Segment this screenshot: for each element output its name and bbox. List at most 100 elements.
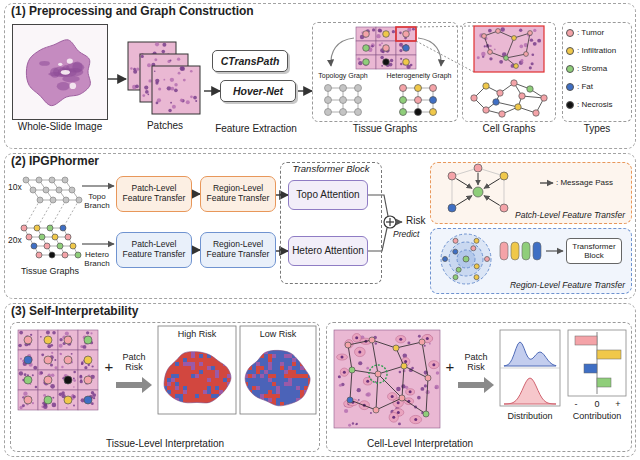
heat-cell xyxy=(276,346,280,350)
heat-cell xyxy=(167,378,171,382)
heat-cell xyxy=(260,370,264,374)
heat-cell xyxy=(211,370,215,374)
heat-cell xyxy=(187,406,191,410)
nucleus xyxy=(477,56,480,59)
heat-cell xyxy=(312,386,316,390)
legend-entry: : Tumor xyxy=(566,28,604,37)
graph-node xyxy=(519,93,525,99)
nucleus xyxy=(156,102,159,105)
heat-cell xyxy=(312,346,316,350)
heat-cell xyxy=(260,382,264,386)
heat-cell xyxy=(163,382,167,386)
graph-node xyxy=(369,337,375,343)
graph-node xyxy=(500,204,508,212)
heat-cell xyxy=(179,346,183,350)
nucleus xyxy=(73,386,75,388)
heat-cell xyxy=(223,394,227,398)
nucleus xyxy=(60,353,62,355)
heat-cell xyxy=(231,378,235,382)
legend-swatch xyxy=(566,29,574,37)
heat-cell xyxy=(268,346,272,350)
heat-cell xyxy=(240,362,244,366)
heat-cell xyxy=(211,378,215,382)
graph-node xyxy=(514,64,519,69)
graph-label: Topology Graph xyxy=(318,72,367,80)
process-box: Region-Level Feature Transfer xyxy=(200,176,276,212)
heat-cell xyxy=(215,394,219,398)
heat-cell xyxy=(219,350,223,354)
box-heading: Patch-Level Feature Transfer xyxy=(515,211,625,221)
graph-node xyxy=(488,50,493,55)
detail-panel: Region-Level Feature TransferTransformer… xyxy=(430,228,632,294)
graph-edge xyxy=(396,342,422,348)
sum-symbol xyxy=(384,216,396,228)
nucleus xyxy=(501,27,505,31)
nucleus xyxy=(375,342,377,344)
heat-cell xyxy=(304,366,308,370)
tissue-gap xyxy=(70,83,77,89)
graph-edge xyxy=(500,368,560,369)
heat-cell xyxy=(215,402,219,406)
patch-image xyxy=(38,330,58,350)
heat-cell xyxy=(203,366,207,370)
group-box: Cell-Level Interpretation xyxy=(326,322,632,452)
graph-edge xyxy=(378,374,402,398)
patch-image xyxy=(396,27,416,41)
graph-edge xyxy=(416,41,474,72)
chart-frame xyxy=(500,330,560,406)
nucleus xyxy=(59,338,62,341)
heat-cell xyxy=(288,382,292,386)
heat-cell xyxy=(312,382,316,386)
cell xyxy=(355,347,366,356)
heat-cell xyxy=(296,386,300,390)
heat-cell xyxy=(264,406,268,410)
heat-cell xyxy=(248,402,252,406)
graph-node xyxy=(423,411,429,417)
graph-node xyxy=(401,363,407,369)
heat-cell xyxy=(231,366,235,370)
graph-node xyxy=(393,345,399,351)
patch-image xyxy=(78,390,98,410)
patch-image xyxy=(58,350,78,370)
cell xyxy=(404,398,414,405)
tissue-gap xyxy=(67,58,73,63)
operation-label: Predict xyxy=(393,230,419,240)
graph-node xyxy=(70,243,76,249)
nucleus xyxy=(41,353,44,356)
heat-cell xyxy=(203,346,207,350)
cell xyxy=(429,361,439,369)
heat-cell xyxy=(231,354,235,358)
nucleus xyxy=(530,38,533,41)
panel: (3) Self-InterpretabilityTissue-Level In… xyxy=(4,303,636,457)
nucleus xyxy=(381,42,383,44)
heat-cell xyxy=(203,398,207,402)
panel: (2) IPGPhormerPatch-Level Feature Transf… xyxy=(4,153,636,299)
heat-cell xyxy=(223,382,227,386)
graph-node xyxy=(64,376,72,384)
nucleus xyxy=(23,392,27,396)
heat-cell xyxy=(195,406,199,410)
heat-cell xyxy=(171,358,175,362)
nucleus xyxy=(195,100,197,102)
heat-cell xyxy=(272,362,276,366)
heat-cell xyxy=(312,354,316,358)
flow-arrow xyxy=(331,38,354,66)
heat-cell xyxy=(244,358,248,362)
graph-node xyxy=(64,356,72,364)
nucleus xyxy=(169,60,171,62)
panel-fill xyxy=(430,162,632,224)
graph-edge xyxy=(376,398,402,410)
heat-cell xyxy=(199,370,203,374)
graph-node xyxy=(44,243,50,249)
heat-cell xyxy=(244,350,248,354)
nucleus xyxy=(40,336,42,338)
heat-cell xyxy=(252,366,256,370)
cell xyxy=(337,354,348,360)
graph-edge xyxy=(422,342,428,378)
heat-cell xyxy=(304,374,308,378)
graph-node xyxy=(345,342,351,348)
heat-cell xyxy=(296,370,300,374)
graph-node xyxy=(355,85,362,92)
nucleus xyxy=(130,67,132,69)
heat-cell xyxy=(211,346,215,350)
